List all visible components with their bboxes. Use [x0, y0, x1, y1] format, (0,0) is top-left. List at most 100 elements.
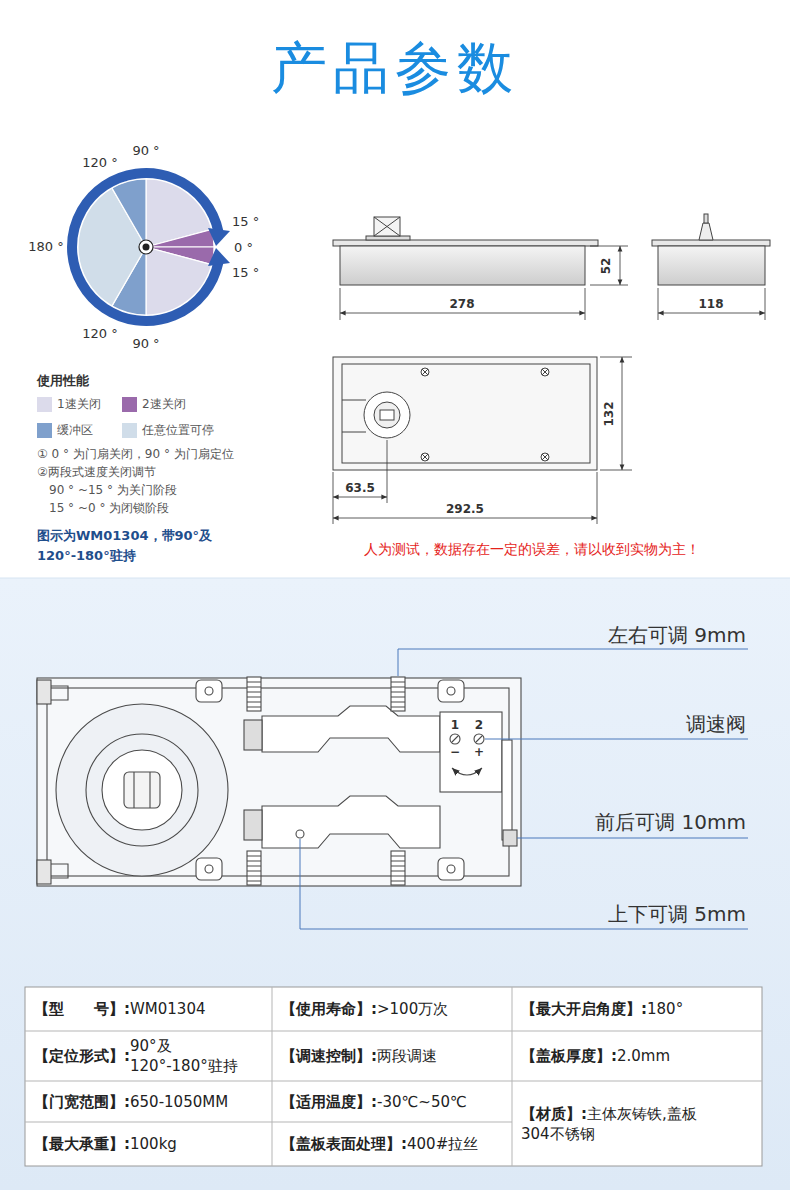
closer-mechanism-part [134, 772, 150, 808]
closer-mechanism-part [452, 736, 458, 742]
closer-mechanism-part [262, 706, 440, 752]
leader-lines-part [300, 839, 748, 929]
angle-label: 15 ° [232, 214, 259, 230]
top-view-part [541, 368, 549, 376]
cell-key: 【型 号】: [34, 1000, 130, 1018]
cell-value: -30℃~50℃ [377, 1093, 467, 1111]
closer-mechanism-part [247, 677, 261, 711]
cell-key: 【盖板表面处理】: [281, 1135, 407, 1153]
legend-swatch [122, 397, 137, 412]
leader-lines-part [517, 838, 748, 839]
end-view-part [704, 214, 708, 223]
cell-key: 【使用寿命】: [281, 1000, 377, 1018]
angle-ring-part [208, 248, 230, 266]
top-view-part [421, 453, 429, 461]
top-view-part [542, 369, 548, 375]
closer-mechanism-part [447, 687, 455, 695]
cell-key: 【最大承重】: [34, 1135, 130, 1153]
dimension-lines-part [333, 497, 387, 498]
side-view-part [374, 217, 400, 236]
angle-label: 120 ° [82, 326, 117, 342]
legend-swatch [122, 423, 137, 438]
cell-key: 【材质】: [521, 1105, 587, 1123]
angle-pie-part [146, 229, 214, 247]
closer-mechanism-part [37, 860, 51, 884]
cell-key: 【门宽范围】: [34, 1093, 130, 1111]
angle-ring-part [139, 240, 153, 254]
callout: 左右可调 9mm [608, 623, 746, 647]
angle-label: 120 ° [82, 155, 117, 171]
side-view-part [374, 217, 400, 236]
cell-value: 2.0mm [617, 1047, 670, 1065]
leader-lines-part [398, 649, 748, 676]
dimension-lines-part [333, 518, 597, 519]
table-cell: 【盖板厚度】:2.0mm [521, 1046, 757, 1066]
page-title: 产品参数 [271, 34, 519, 101]
closer-mechanism-part [47, 688, 509, 876]
closer-mechanism-part [37, 680, 51, 704]
top-view-part [374, 402, 400, 428]
cell-key: 【调速控制】: [281, 1047, 377, 1065]
closer-mechanism-part [102, 750, 182, 830]
closer-mechanism-part [124, 772, 160, 808]
table-cell: 【适用温度】:-30℃~50℃ [281, 1092, 507, 1112]
top-view-part [333, 357, 597, 470]
legend-text: 任意位置可停 [142, 423, 214, 437]
end-view [652, 214, 770, 285]
legend-text: 1速关闭 [57, 397, 101, 411]
closer-mechanism-part [474, 734, 484, 744]
angle-ring-part [208, 228, 230, 246]
angle-pie-part [112, 179, 146, 247]
dimension-lines-part [333, 440, 597, 524]
dimension: 118 [698, 297, 723, 311]
top-view-part [342, 400, 366, 432]
note: ②两段式速度关闭调节 [37, 465, 156, 479]
cell-key: 【适用温度】: [281, 1093, 377, 1111]
note: ① 0 ° 为门扇关闭，90 ° 为门扇定位 [37, 447, 234, 461]
table-cell: 【盖板表面处理】:400#拉丝 [281, 1134, 507, 1154]
top-view-part [421, 368, 429, 376]
closer-mechanism-part [247, 851, 261, 885]
closer-mechanism-part [503, 830, 517, 846]
closer-mechanism-part [391, 682, 405, 707]
dimension-lines-part [658, 288, 765, 320]
top-view-part [422, 369, 428, 375]
table-cell: 【使用寿命】:>100万次 [281, 999, 507, 1019]
closer-mechanism-part [37, 678, 521, 886]
angle-label: 15 ° [232, 265, 259, 281]
cell-value: 180° [647, 1000, 683, 1018]
dimension-lines-part [658, 313, 765, 314]
valve-mark: 1 [451, 718, 459, 732]
closer-mechanism-part [196, 858, 222, 880]
closer-mechanism-part [262, 796, 440, 848]
legend-text: 缓冲区 [57, 423, 93, 437]
spec-table-part [25, 987, 762, 1166]
closer-mechanism-part [86, 734, 198, 846]
dimension-lines-part [340, 288, 585, 320]
top-view-part [541, 453, 549, 461]
cell-value: 100kg [130, 1135, 177, 1153]
angle-label: 180 ° [28, 239, 63, 255]
callout: 前后可调 10mm [595, 810, 746, 834]
closer-mechanism-part [296, 830, 304, 838]
callout: 调速阀 [686, 712, 746, 736]
closer-mechanism-part [391, 856, 405, 881]
top-view-part [542, 454, 548, 460]
angle-ring-part [72, 173, 218, 321]
dimension: 278 [449, 297, 474, 311]
angle-pie-part [146, 247, 212, 315]
dimension: 63.5 [345, 481, 375, 495]
closer-mechanism-part [438, 680, 464, 702]
top-view [333, 357, 597, 470]
top-view-part [364, 392, 410, 438]
background-band [0, 578, 790, 1190]
closer-mechanism-part [452, 768, 482, 775]
dimension-lines-part [340, 313, 585, 314]
warning-note: 人为测试，数据存在一定的误差，请以收到实物为主！ [364, 541, 700, 558]
closer-mechanism-part [196, 680, 222, 702]
leader-lines-part [485, 739, 748, 740]
dimension-lines-part [622, 357, 623, 470]
callout: 上下可调 5mm [608, 902, 746, 926]
legend-swatch [37, 423, 52, 438]
